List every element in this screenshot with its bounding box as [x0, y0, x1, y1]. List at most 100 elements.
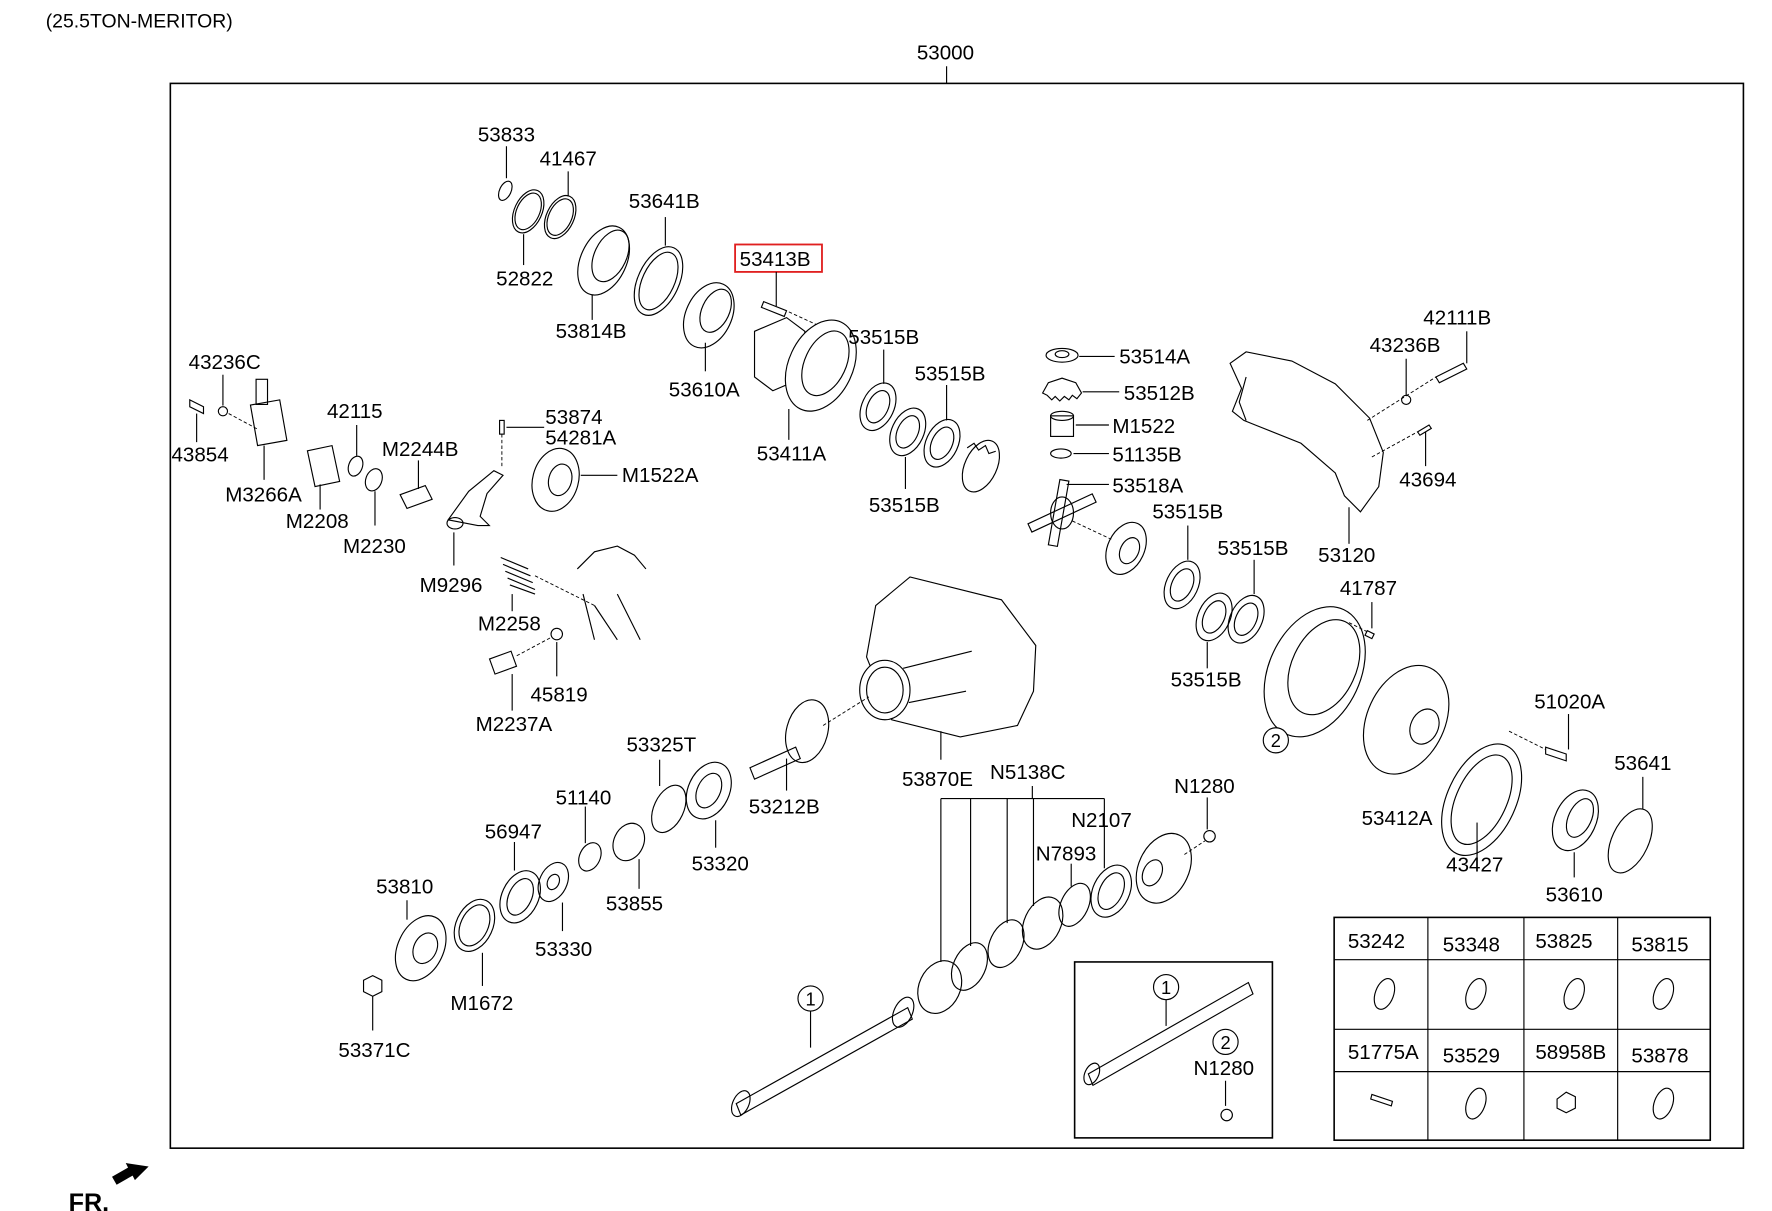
part-label-M2237A[interactable]: M2237A	[476, 713, 553, 736]
seal-56947-part[interactable]	[492, 864, 548, 929]
bushing-M1522-part[interactable]	[1050, 410, 1075, 437]
part-label-53855[interactable]: 53855	[606, 893, 663, 916]
yoke-53810-part[interactable]	[385, 908, 455, 989]
thrust-washer-53515B-part[interactable]	[1157, 555, 1207, 614]
thrust-washer-53515B-part[interactable]	[853, 377, 903, 436]
kit-label-58958B[interactable]: 58958B	[1535, 1041, 1606, 1064]
part-label-53514A[interactable]: 53514A	[1119, 345, 1190, 368]
washer-51135B-part[interactable]	[1050, 448, 1072, 459]
bearing-53610-part[interactable]	[1543, 783, 1607, 858]
part-label-53515B-c[interactable]: 53515B	[915, 362, 986, 385]
part-label-M2244B[interactable]: M2244B	[382, 438, 459, 461]
part-label-53515B-e[interactable]: 53515B	[1171, 669, 1242, 692]
part-label-M2258[interactable]: M2258	[478, 613, 541, 636]
part-label-53641[interactable]: 53641	[1614, 752, 1671, 775]
diff-case-53412A-part[interactable]	[1347, 652, 1466, 788]
bolt-51020A-part[interactable]	[1545, 746, 1567, 762]
part-label-53330[interactable]: 53330	[535, 938, 592, 961]
nut-53371C-part[interactable]	[362, 975, 383, 997]
bearing-cone-53814B-part[interactable]	[567, 218, 639, 304]
part-label-43854[interactable]: 43854	[171, 444, 228, 467]
part-label-N5138C[interactable]: N5138C	[990, 761, 1066, 784]
part-label-53515B-f[interactable]: 53515B	[1218, 537, 1289, 560]
part-label-53814B[interactable]: 53814B	[556, 320, 627, 343]
part-label-53325T[interactable]: 53325T	[626, 734, 696, 757]
part-label-53518A[interactable]: 53518A	[1112, 474, 1183, 497]
bearing-cup-53641-part[interactable]	[1599, 802, 1661, 880]
bolt-43854-part[interactable]	[189, 398, 205, 415]
snap-ring-N7893-part[interactable]	[1053, 878, 1097, 931]
bearing-cup-53641B-part[interactable]	[624, 239, 692, 323]
bolt-53413B-part[interactable]	[760, 300, 788, 318]
part-label-53833[interactable]: 53833	[478, 124, 535, 147]
seal-N2107-part[interactable]	[1083, 859, 1139, 924]
shaft-M2244B-part[interactable]	[399, 484, 433, 510]
bearing-cone-part[interactable]	[944, 937, 994, 996]
cover-M3266A-part[interactable]	[249, 378, 288, 447]
pinion-53212B-part[interactable]	[749, 695, 835, 780]
part-label-M2208[interactable]: M2208	[286, 510, 349, 533]
washer-43236C-part[interactable]	[217, 406, 229, 417]
clutch-collar-M1522A-part[interactable]	[525, 443, 586, 517]
nut-N1280-part[interactable]	[1203, 829, 1216, 843]
nut-N1280-inset-part[interactable]	[1220, 1108, 1233, 1122]
shift-fork-M9296-part[interactable]	[446, 470, 504, 530]
kit-label-53878[interactable]: 53878	[1631, 1044, 1688, 1067]
part-label-42111B[interactable]: 42111B	[1423, 306, 1491, 329]
part-label-53515B-d[interactable]: 53515B	[1152, 501, 1223, 524]
bearing-53320-part[interactable]	[678, 755, 740, 826]
part-label-41467[interactable]: 41467	[540, 148, 597, 171]
kit-label-51775A[interactable]: 51775A	[1348, 1041, 1419, 1064]
kit-label-53348[interactable]: 53348	[1443, 934, 1500, 957]
spacer-51140-part[interactable]	[574, 839, 605, 875]
switch-M2237A-part[interactable]	[488, 650, 518, 675]
bearing-bracket-53120-part[interactable]	[1229, 351, 1384, 513]
side-gear-right-part[interactable]	[1098, 516, 1154, 581]
part-label-53515B-b[interactable]: 53515B	[869, 494, 940, 517]
part-label-N7893[interactable]: N7893	[1036, 842, 1097, 865]
part-label-43694[interactable]: 43694	[1399, 469, 1456, 492]
part-label-43236C[interactable]: 43236C	[189, 351, 261, 374]
pin-53874-part[interactable]	[499, 419, 505, 435]
pin-41787-part[interactable]	[1364, 629, 1375, 640]
part-label-53810[interactable]: 53810	[376, 875, 433, 898]
thrust-washer-53515B-part[interactable]	[917, 414, 967, 473]
part-label-53212B[interactable]: 53212B	[749, 795, 820, 818]
thrust-washer-53515B-part[interactable]	[883, 402, 933, 461]
washer-53514A-part[interactable]	[1045, 347, 1079, 363]
part-label-42115[interactable]: 42115	[327, 400, 383, 423]
seal-52822-part[interactable]	[506, 185, 550, 238]
bearing-53610A-part[interactable]	[674, 275, 744, 356]
part-label-52822[interactable]: 52822	[496, 268, 553, 291]
gasket-43427-part[interactable]	[1425, 731, 1537, 868]
part-label-53320[interactable]: 53320	[692, 853, 749, 876]
thrust-washer-53515B-part[interactable]	[1221, 590, 1271, 649]
gear-part[interactable]	[981, 914, 1031, 973]
nut-45819-part[interactable]	[550, 627, 564, 641]
bolt-42111B-part[interactable]	[1435, 362, 1468, 384]
spider-53518A-part[interactable]	[1027, 478, 1097, 548]
part-label-43427[interactable]: 43427	[1446, 854, 1503, 877]
part-label-M1522[interactable]: M1522	[1112, 415, 1175, 438]
part-label-53874[interactable]: 53874	[545, 406, 602, 429]
carrier-housing-53870E-part[interactable]	[859, 576, 1037, 738]
o-ring-53325T-part[interactable]	[645, 780, 693, 838]
seal-41467-part[interactable]	[538, 191, 582, 244]
o-ring-53833-part[interactable]	[496, 179, 515, 202]
part-label-M9296[interactable]: M9296	[420, 574, 483, 597]
gear-53330-part[interactable]	[532, 858, 574, 907]
shaft-inset-part[interactable]	[1081, 981, 1254, 1088]
gasket-M2208-part[interactable]	[306, 444, 341, 488]
part-label-53610[interactable]: 53610	[1546, 883, 1603, 906]
part-label-M3266A[interactable]: M3266A	[225, 484, 302, 507]
part-label-56947[interactable]: 56947	[485, 821, 542, 844]
part-label-51140[interactable]: 51140	[556, 786, 612, 809]
part-label-53411A[interactable]: 53411A	[757, 442, 827, 465]
part-label-53870E[interactable]: 53870E	[902, 768, 973, 791]
stud-43694-part[interactable]	[1416, 424, 1433, 437]
part-label-51135B[interactable]: 51135B	[1112, 444, 1181, 467]
part-label-53512B[interactable]: 53512B	[1124, 382, 1195, 405]
kit-label-53825[interactable]: 53825	[1535, 930, 1592, 953]
part-label-53413B[interactable]: 53413B	[740, 248, 811, 271]
side-gear-part[interactable]	[955, 435, 1007, 498]
